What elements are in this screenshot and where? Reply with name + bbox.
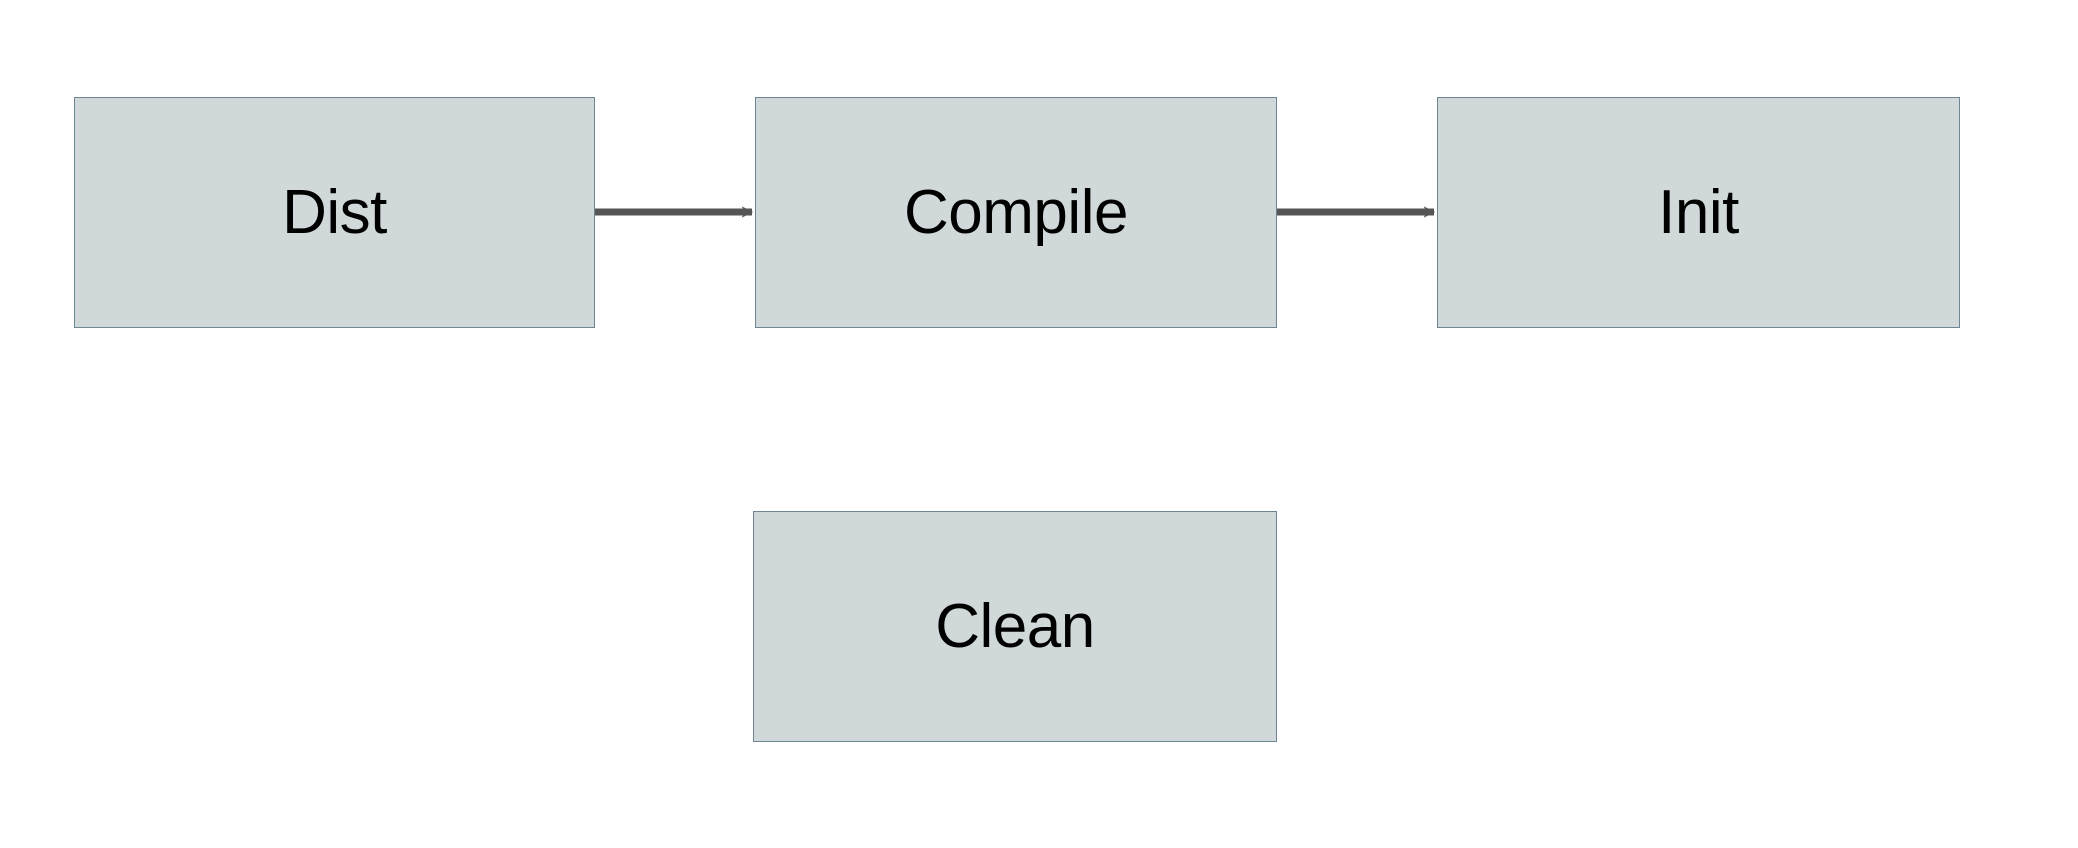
node-init[interactable]: Init: [1437, 97, 1960, 328]
node-compile[interactable]: Compile: [755, 97, 1277, 328]
node-compile-label: Compile: [904, 177, 1128, 247]
node-dist-label: Dist: [282, 177, 387, 247]
node-init-label: Init: [1658, 177, 1739, 247]
node-clean[interactable]: Clean: [753, 511, 1277, 742]
node-dist[interactable]: Dist: [74, 97, 595, 328]
node-clean-label: Clean: [935, 591, 1095, 661]
